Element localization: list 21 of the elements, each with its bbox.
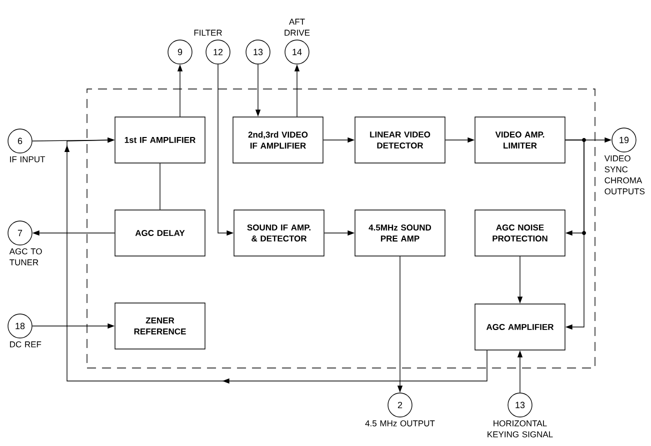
pin-label: HORIZONTAL KEYING SIGNAL xyxy=(488,420,553,438)
arrow xyxy=(565,140,584,330)
pin-label: IF INPUT xyxy=(10,156,46,162)
block-box: 4.5MHz SOUND PRE AMP xyxy=(354,210,446,256)
block-box: SOUND IF AMP. & DETECTOR xyxy=(234,210,324,256)
block-box: ZENER REFERENCE xyxy=(114,302,206,350)
block-box: VIDEO AMP. LIMITER xyxy=(474,116,566,164)
arrow xyxy=(64,138,488,384)
pin-label: FILTER xyxy=(194,30,222,36)
dashed-frame xyxy=(86,88,596,368)
pin-label: AGC TO TUNER xyxy=(9,248,42,266)
block-box: AGC AMPLIFIER xyxy=(474,304,566,350)
block-box: LINEAR VIDEO DETECTOR xyxy=(354,116,446,164)
pin-label: AFT DRIVE xyxy=(284,18,310,36)
block-box: 2nd,3rd VIDEO IF AMPLIFIER xyxy=(232,116,324,164)
block-box: AGC NOISE PROTECTION xyxy=(474,210,566,256)
block-box: 1st IF AMPLIFIER xyxy=(114,116,206,164)
pin-label: DC REF xyxy=(10,341,42,348)
block-box: AGC DELAY xyxy=(114,210,206,256)
pin-label: 4.5 MHz OUTPUT xyxy=(365,420,435,426)
pin-label: VIDEO SYNC CHROMA OUTPUTS xyxy=(604,155,645,194)
